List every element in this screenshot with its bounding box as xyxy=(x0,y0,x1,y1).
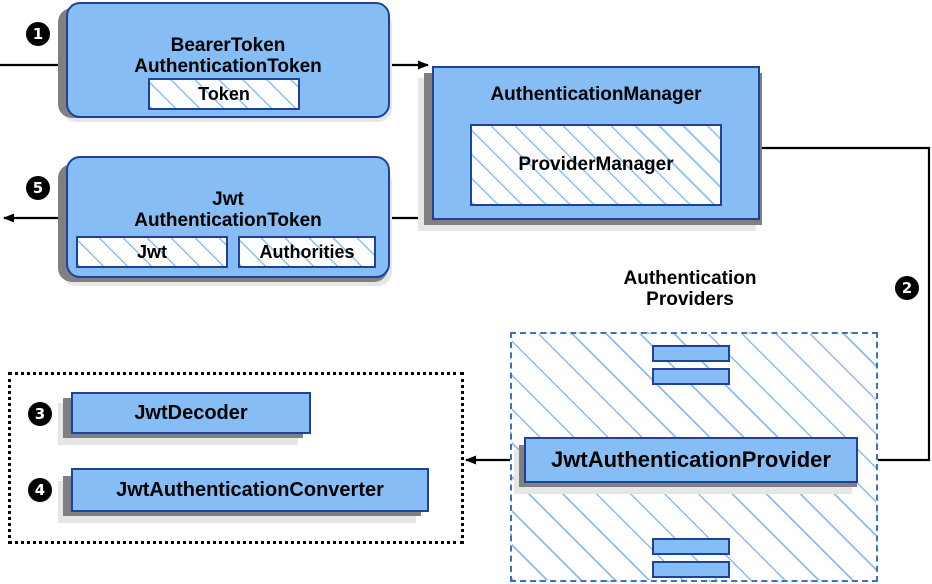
step-badge-4-number: 4 xyxy=(34,480,46,499)
jwt-inner-label: Jwt xyxy=(136,241,167,262)
step-badge-5-number: 5 xyxy=(32,178,44,197)
authorities-inner-box: Authorities xyxy=(238,236,376,268)
jwt-authentication-provider-box[interactable]: JwtAuthenticationProvider xyxy=(524,437,858,483)
step-badge-3: 3 xyxy=(28,402,52,426)
authorities-inner-label: Authorities xyxy=(259,241,355,262)
jwt-decoder-title: JwtDecoder xyxy=(134,401,248,424)
jwt-authentication-token-title: Jwt AuthenticationToken xyxy=(134,188,322,231)
jwt-authentication-provider-title: JwtAuthenticationProvider xyxy=(551,446,831,472)
provider-stub-bar-top-2 xyxy=(652,368,730,385)
bearer-token-authentication-token-box[interactable]: BearerToken AuthenticationToken xyxy=(66,2,390,118)
step-badge-1: 1 xyxy=(26,22,50,46)
step-badge-2: 2 xyxy=(895,276,919,300)
provider-manager-inner-box: ProviderManager xyxy=(470,124,722,206)
authentication-manager-title: AuthenticationManager xyxy=(490,84,702,105)
jwt-authentication-converter-title: JwtAuthenticationConverter xyxy=(116,478,384,501)
provider-stub-bar-bottom-2 xyxy=(652,561,730,578)
token-inner-box: Token xyxy=(148,78,300,110)
jwt-inner-box: Jwt xyxy=(76,236,228,268)
provider-stub-bar-top-1 xyxy=(652,345,730,362)
step-badge-2-number: 2 xyxy=(901,278,913,297)
provider-manager-label: ProviderManager xyxy=(518,154,674,175)
bearer-token-title: BearerToken AuthenticationToken xyxy=(134,34,322,77)
jwt-decoder-box[interactable]: JwtDecoder xyxy=(71,392,311,434)
provider-stub-bar-bottom-1 xyxy=(652,538,730,555)
jwt-authentication-converter-box[interactable]: JwtAuthenticationConverter xyxy=(71,468,429,512)
token-inner-label: Token xyxy=(198,83,250,104)
step-badge-3-number: 3 xyxy=(34,404,46,423)
step-badge-1-number: 1 xyxy=(32,24,44,43)
step-badge-5: 5 xyxy=(26,176,50,200)
authentication-providers-caption: Authentication Providers xyxy=(623,268,757,311)
jwt-support-beans-container xyxy=(8,372,464,544)
step-badge-4: 4 xyxy=(28,478,52,502)
